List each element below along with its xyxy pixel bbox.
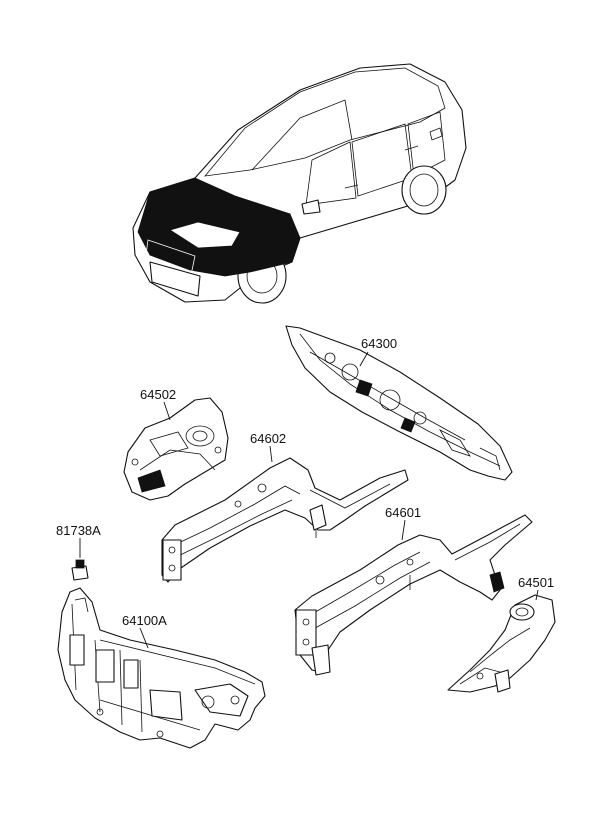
part-64601-side-member[interactable] <box>294 514 533 676</box>
callout-81738a: 81738A <box>56 523 101 538</box>
callout-64300: 64300 <box>361 336 398 351</box>
leader-64601 <box>401 519 406 541</box>
leader-64501 <box>535 589 539 601</box>
callout-64602: 64602 <box>250 431 287 446</box>
leader-64502 <box>163 401 171 421</box>
callout-64100a: 64100A <box>122 613 167 628</box>
part-64502-apron[interactable] <box>123 397 229 501</box>
part-64100a-front-carrier[interactable] <box>57 587 266 749</box>
car-illustration <box>132 63 467 304</box>
leader-64100a <box>139 627 149 649</box>
part-81738a-fastener[interactable] <box>71 559 89 581</box>
part-64501-apron[interactable] <box>447 594 556 693</box>
part-64300-dash-panel[interactable] <box>285 325 513 481</box>
callout-64601: 64601 <box>385 505 422 520</box>
part-64602-side-member[interactable] <box>161 457 409 583</box>
callout-64502: 64502 <box>140 387 177 402</box>
leader-64300 <box>359 351 369 367</box>
callout-64501: 64501 <box>518 575 555 590</box>
leader-64602 <box>269 445 273 463</box>
